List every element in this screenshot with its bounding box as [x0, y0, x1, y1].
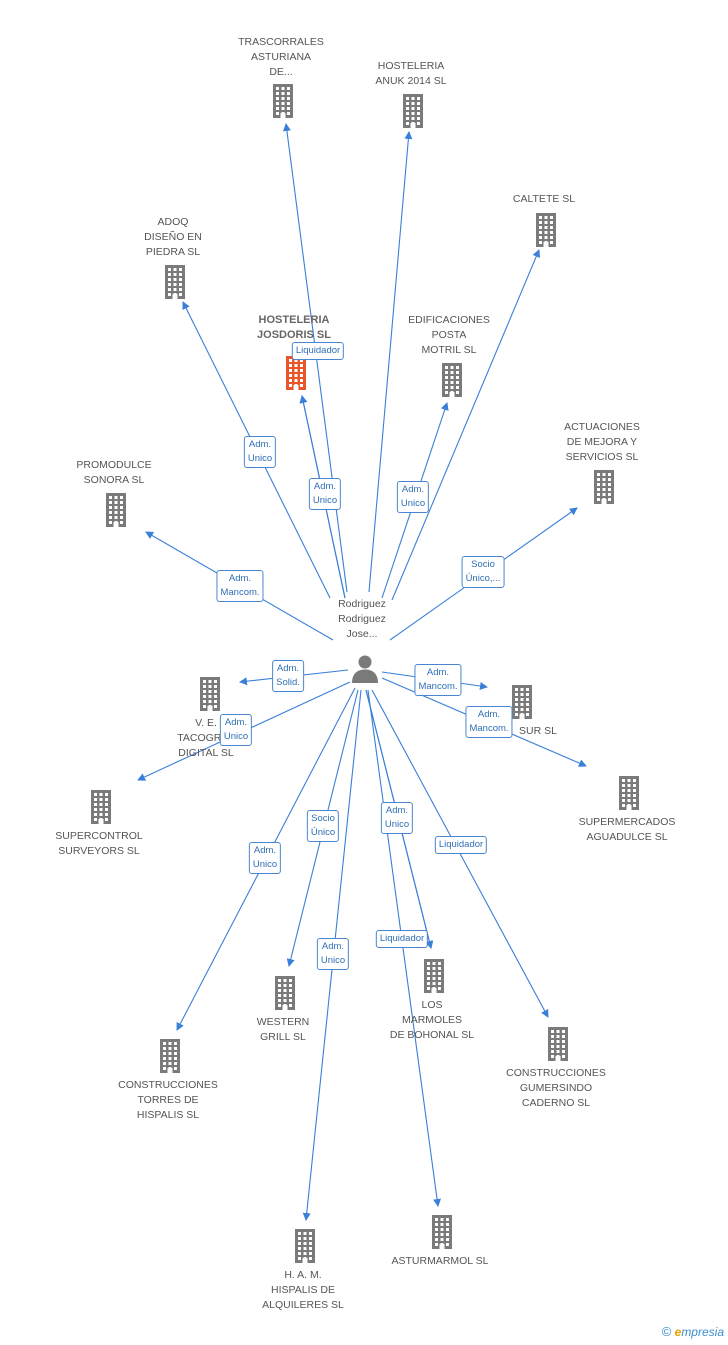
company-node-josdoris[interactable]	[281, 356, 311, 395]
building-icon	[619, 776, 639, 810]
role-label-actuaciones: Socio Único,...	[461, 556, 505, 588]
company-label[interactable]: HOSTELERIA ANUK 2014 SL	[375, 60, 447, 87]
company-node-trascorrales-label[interactable]: TRASCORRALES ASTURIANA DE...	[238, 35, 324, 80]
company-node-supercontrol[interactable]	[86, 790, 116, 829]
company-node-adoq-label[interactable]: ADOQ DISEÑO EN PIEDRA SL	[144, 215, 202, 260]
building-icon	[295, 1229, 315, 1263]
company-node-edificaciones-label[interactable]: EDIFICACIONES POSTA MOTRIL SL	[408, 313, 490, 358]
company-node-josdoris-label[interactable]: HOSTELERIA JOSDORIS SL	[257, 313, 331, 343]
company-label[interactable]: LOS MARMOLES DE BOHONAL SL	[389, 999, 475, 1041]
company-node-caltete-label[interactable]: CALTETE SL	[513, 192, 575, 207]
company-label[interactable]: CONSTRUCCIONES GUMERSINDO CADERNO SL	[506, 1067, 606, 1109]
company-node-anuk[interactable]	[398, 94, 428, 133]
company-label[interactable]: H. A. M. HISPALIS DE ALQUILERES SL	[262, 1269, 344, 1311]
building-icon	[91, 790, 111, 824]
company-node-actuaciones[interactable]	[589, 470, 619, 509]
role-label-ve: Adm. Solid.	[272, 660, 304, 692]
role-label-sur: Adm. Mancom.	[414, 664, 462, 696]
company-node-torres-label[interactable]: CONSTRUCCIONES TORRES DE HISPALIS SL	[118, 1078, 218, 1123]
company-label[interactable]: SUR SL	[519, 725, 557, 737]
company-label[interactable]: TRASCORRALES ASTURIANA DE...	[238, 36, 324, 78]
building-icon	[442, 363, 462, 397]
role-label-josdoris: Liquidador	[291, 342, 345, 360]
role-label-western: Socio Único	[306, 810, 340, 842]
role-label-adoq: Adm. Unico	[243, 436, 277, 468]
role-label-josdoris: Adm. Unico	[308, 478, 342, 510]
building-icon	[165, 265, 185, 299]
company-node-caltete[interactable]	[531, 213, 561, 252]
edge-arrow-caltete	[391, 249, 540, 601]
role-label-edificaciones: Adm. Unico	[396, 481, 430, 513]
building-icon	[160, 1039, 180, 1073]
company-node-ve[interactable]	[195, 677, 225, 716]
company-node-gumersindo[interactable]	[543, 1027, 573, 1066]
company-label[interactable]: CALTETE SL	[512, 193, 576, 205]
company-node-trascorrales[interactable]	[268, 84, 298, 123]
company-node-asturmarmol[interactable]	[427, 1215, 457, 1254]
building-icon	[512, 685, 532, 719]
company-node-supermercados-label[interactable]: SUPERMERCADOS AGUADULCE SL	[579, 815, 676, 845]
role-label-gumersindo: Liquidador	[434, 836, 488, 854]
empresia-logo: © empresia	[661, 1324, 724, 1339]
center-person-name[interactable]: Rodriguez Rodriguez Jose...	[338, 598, 386, 640]
role-label-supercontrol: Adm. Unico	[219, 714, 253, 746]
building-icon	[424, 959, 444, 993]
company-node-anuk-label[interactable]: HOSTELERIA ANUK 2014 SL	[375, 59, 446, 89]
edge-arrow-anuk	[368, 131, 413, 593]
role-label-promodulce: Adm. Mancom.	[216, 570, 264, 602]
building-icon	[536, 213, 556, 247]
role-label-marmoles: Liquidador	[375, 930, 429, 948]
building-icon	[548, 1027, 568, 1061]
company-node-actuaciones-label[interactable]: ACTUACIONES DE MEJORA Y SERVICIOS SL	[564, 420, 640, 465]
role-label-torres: Adm. Unico	[248, 842, 282, 874]
role-label-marmoles: Adm. Unico	[380, 802, 414, 834]
company-node-torres[interactable]	[155, 1039, 185, 1078]
company-node-ham[interactable]	[290, 1229, 320, 1268]
company-node-promodulce[interactable]	[101, 493, 131, 532]
role-label-supermercados: Adm. Mancom.	[465, 706, 513, 738]
building-icon	[403, 94, 423, 128]
company-label[interactable]: PROMODULCE SONORA SL	[76, 459, 152, 486]
company-node-supercontrol-label[interactable]: SUPERCONTROL SURVEYORS SL	[55, 829, 143, 859]
role-label-ham: Adm. Unico	[316, 938, 350, 970]
company-label[interactable]: CONSTRUCCIONES TORRES DE HISPALIS SL	[118, 1079, 218, 1121]
company-node-edificaciones[interactable]	[437, 363, 467, 402]
company-label[interactable]: EDIFICACIONES POSTA MOTRIL SL	[408, 314, 490, 356]
building-icon	[106, 493, 126, 527]
building-icon	[594, 470, 614, 504]
company-node-asturmarmol-label[interactable]: ASTURMARMOL SL	[391, 1254, 488, 1269]
building-icon	[273, 84, 293, 118]
company-node-western-label[interactable]: WESTERN GRILL SL	[257, 1015, 310, 1045]
company-node-marmoles-label[interactable]: LOS MARMOLES DE BOHONAL SL	[390, 998, 474, 1043]
building-icon	[432, 1215, 452, 1249]
company-label[interactable]: ACTUACIONES DE MEJORA Y SERVICIOS SL	[564, 421, 640, 463]
company-node-ham-label[interactable]: H. A. M. HISPALIS DE ALQUILERES SL	[262, 1268, 344, 1313]
company-label[interactable]: HOSTELERIA JOSDORIS SL	[257, 314, 331, 341]
company-node-adoq[interactable]	[160, 265, 190, 304]
building-icon	[286, 356, 306, 390]
building-icon	[200, 677, 220, 711]
company-label[interactable]: ADOQ DISEÑO EN PIEDRA SL	[144, 216, 202, 258]
company-node-marmoles[interactable]	[419, 959, 449, 998]
company-node-supermercados[interactable]	[614, 776, 644, 815]
company-label[interactable]: SUPERMERCADOS AGUADULCE SL	[578, 816, 676, 843]
company-node-sur-label[interactable]: SUR SL	[519, 724, 557, 739]
person-icon[interactable]	[349, 653, 381, 685]
company-label[interactable]: WESTERN GRILL SL	[256, 1016, 310, 1043]
building-icon	[275, 976, 295, 1010]
company-node-promodulce-label[interactable]: PROMODULCE SONORA SL	[76, 458, 151, 488]
company-node-sur[interactable]	[507, 685, 537, 724]
company-node-gumersindo-label[interactable]: CONSTRUCCIONES GUMERSINDO CADERNO SL	[506, 1066, 606, 1111]
company-label[interactable]: SUPERCONTROL SURVEYORS SL	[55, 830, 143, 857]
company-label[interactable]: ASTURMARMOL SL	[391, 1255, 489, 1267]
edge-arrow-asturmarmol	[367, 689, 442, 1207]
company-node-western[interactable]	[270, 976, 300, 1015]
